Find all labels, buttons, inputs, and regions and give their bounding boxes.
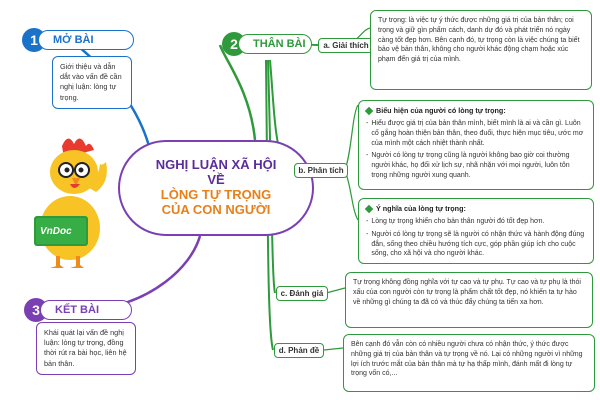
diamond-bullet-icon — [364, 204, 374, 214]
giai-thich-content: Tự trọng: là việc tự ý thức được những g… — [370, 10, 592, 90]
bieu-hien-box: Biểu hiện của người có lòng tự trọng: -H… — [358, 100, 594, 190]
bieu-hien-title-row: Biểu hiện của người có lòng tự trọng: — [364, 106, 586, 116]
link-c-content — [325, 287, 346, 294]
center-line-2: VỀ — [207, 172, 225, 188]
bieu-hien-item-1: Hiểu được giá trị của bản thân mình, biế… — [371, 120, 584, 147]
list-item: -Người có lòng tự trọng cũng là người kh… — [366, 151, 586, 180]
label-phan-tich: b. Phân tích — [294, 163, 348, 178]
mo-bai-title: MỞ BÀI — [38, 30, 134, 50]
phan-de-text: Bên cạnh đó vẫn còn có nhiều người chưa … — [351, 341, 583, 378]
mo-bai-text: Giới thiệu và dẫn dắt vào vấn đề cần ngh… — [60, 62, 122, 102]
mascot-book-text: VnDoc — [40, 226, 72, 237]
link-d-content — [323, 347, 344, 351]
y-nghia-title: Ý nghĩa của lòng tự trọng: — [376, 204, 466, 213]
bieu-hien-item-2: Người có lòng tự trọng cũng là người khô… — [371, 152, 570, 180]
branch-d — [265, 59, 274, 351]
center-topic: NGHỊ LUẬN XÃ HỘI VỀ LÒNG TỰ TRỌNG CỦA CO… — [118, 140, 314, 236]
ket-bai-title: KẾT BÀI — [40, 300, 132, 320]
label-giai-thich: a. Giải thích — [318, 38, 374, 53]
ket-bai-text: Khái quát lại vấn đề nghị luận: lòng tự … — [44, 328, 127, 368]
center-line-4: CỦA CON NGƯỜI — [161, 201, 271, 217]
link-than-bai — [218, 44, 257, 141]
list-item: -Lòng tự trọng khiến cho bản thân người … — [366, 218, 545, 226]
y-nghia-box: Ý nghĩa của lòng tự trọng: -Lòng tự trọn… — [358, 198, 594, 264]
link-ket-bai — [104, 235, 202, 310]
y-nghia-item-2: Người có lòng tự trọng sẽ là người có nh… — [371, 230, 585, 258]
label-danh-gia: c. Đánh giá — [276, 286, 328, 301]
list-item: -Người có lòng tự trọng sẽ là người có n… — [366, 230, 585, 258]
giai-thich-text: Tự trọng: là việc tự ý thức được những g… — [378, 17, 580, 64]
danh-gia-text: Tự trọng không đồng nghĩa với tự cao và … — [353, 279, 581, 306]
center-line-1: NGHỊ LUẬN XÃ HỘI — [155, 157, 277, 173]
phan-de-content: Bên cạnh đó vẫn còn có nhiều người chưa … — [343, 334, 595, 392]
link-b-bottom — [344, 169, 359, 221]
y-nghia-item-1: Lòng tự trọng khiến cho bản thân người đ… — [371, 218, 545, 226]
mo-bai-content: Giới thiệu và dẫn dắt vào vấn đề cần ngh… — [52, 56, 132, 109]
than-bai-title: THÂN BÀI — [238, 34, 312, 54]
bieu-hien-title: Biểu hiện của người có lòng tự trọng: — [376, 106, 506, 115]
label-phan-de: d. Phản đề — [274, 343, 324, 358]
center-line-3: LÒNG TỰ TRỌNG — [160, 187, 272, 202]
link-b-top — [344, 104, 359, 171]
danh-gia-content: Tự trọng không đồng nghĩa với tự cao và … — [345, 272, 593, 328]
ket-bai-content: Khái quát lại vấn đề nghị luận: lòng tự … — [36, 322, 136, 375]
rooster-mascot-icon — [34, 138, 107, 268]
y-nghia-title-row: Ý nghĩa của lòng tự trọng: — [364, 204, 586, 214]
list-item: -Hiểu được giá trị của bản thân mình, bi… — [366, 119, 586, 148]
diamond-bullet-icon — [364, 106, 374, 116]
